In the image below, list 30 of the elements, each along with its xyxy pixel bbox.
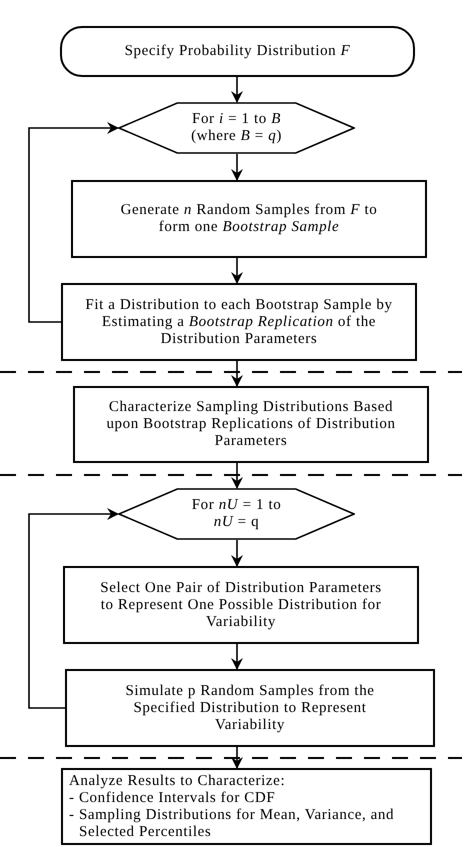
arrow bbox=[231, 154, 243, 181]
process-box bbox=[71, 180, 427, 258]
arrow bbox=[231, 77, 243, 103]
process-box bbox=[63, 566, 419, 644]
loop-hexagon bbox=[118, 102, 355, 154]
arrow bbox=[231, 258, 243, 284]
step-text: Analyze Results to Characterize: bbox=[69, 772, 286, 790]
step-text: For i = 1 to B (where B = q) bbox=[190, 111, 283, 145]
step-text: Fit a Distribution to each Bootstrap Sample by Estimating a Bootstrap Replication of the Distribution Parameters bbox=[84, 296, 394, 348]
step-text: Select One Pair of Distribution Parameters to Represent One Possible Distribution for Variability bbox=[99, 580, 383, 630]
process-box bbox=[65, 669, 435, 747]
arrow bbox=[231, 361, 243, 387]
arrow bbox=[28, 508, 119, 709]
step-text: - Confidence Intervals for CDF bbox=[69, 790, 276, 806]
terminal-box bbox=[60, 26, 415, 77]
arrow bbox=[231, 747, 243, 769]
arrow bbox=[231, 540, 243, 567]
step-text: Generate n Random Samples from F to form one Bootstrap Sample bbox=[120, 202, 378, 236]
process-box bbox=[73, 386, 429, 463]
step-text: For nU = 1 to nU = q bbox=[192, 497, 282, 531]
step-text: - Sampling Distributions for Mean, Variance, and Selected Percentiles bbox=[69, 806, 396, 840]
step-text: Simulate p Random Samples from the Specified Distribution to Represent Variability bbox=[124, 682, 376, 734]
step-text: Characterize Sampling Distributions Based upon Bootstrap Replications of Distribution Parameters bbox=[105, 399, 397, 450]
arrow bbox=[231, 644, 243, 670]
arrow bbox=[231, 463, 243, 489]
process-box bbox=[61, 768, 432, 845]
step-text: Specify Probability Distribution F bbox=[124, 43, 350, 60]
process-box bbox=[61, 283, 417, 361]
arrow bbox=[28, 122, 119, 323]
loop-hexagon bbox=[118, 488, 355, 540]
